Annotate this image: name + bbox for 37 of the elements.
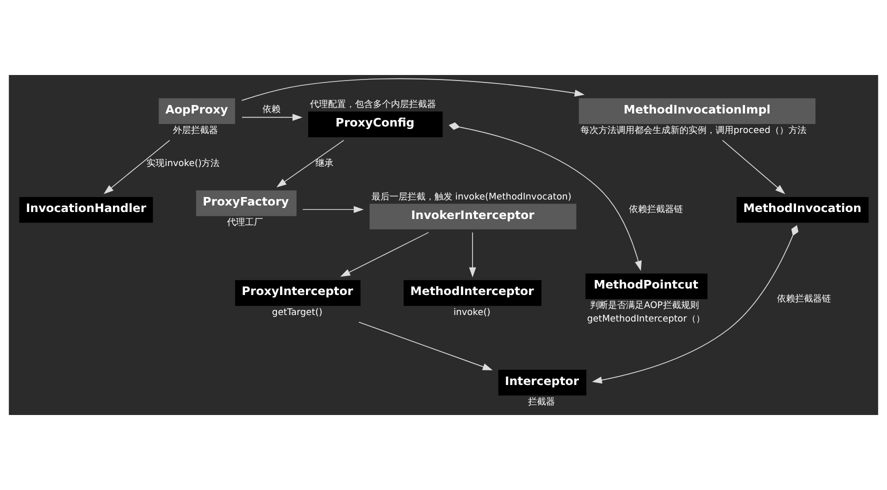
arrow xyxy=(592,225,798,384)
arrow xyxy=(276,140,344,188)
edge-label: 依赖拦截器链 xyxy=(776,294,831,305)
node-box: ProxyFactory xyxy=(196,190,297,216)
node-box: Interceptor xyxy=(498,370,586,396)
arrow xyxy=(358,322,493,370)
edge-label: 实现invoke()方法 xyxy=(146,158,220,169)
node-box: ProxyInterceptor xyxy=(235,280,360,306)
arrow xyxy=(104,140,170,194)
node-label: getTarget() xyxy=(272,308,322,318)
node-box: InvocationHandler xyxy=(19,197,153,223)
node-label: 代理配置，包含多个内层拦截器 xyxy=(310,100,436,110)
arrow xyxy=(448,122,642,271)
node-box: MethodPointcut xyxy=(585,273,708,300)
node-label: getMethodInterceptor（） xyxy=(587,314,705,324)
node-box: MethodInvocation xyxy=(736,197,869,223)
node-label: 判断是否满足AOP拦截规则 xyxy=(590,301,699,312)
node-label: 代理工厂 xyxy=(227,218,264,228)
node-box: MethodInvocationImpl xyxy=(578,98,816,124)
arrow xyxy=(241,78,585,101)
arrow xyxy=(340,232,429,277)
node-label: 外层拦截器 xyxy=(173,126,218,136)
node-label: 最后一层拦截，触发 invoke(MethodInvocaton) xyxy=(371,192,572,202)
arrow xyxy=(722,140,786,194)
node-label: invoke() xyxy=(453,308,490,318)
node-label: 每次方法调用都会生成新的实例，调用proceed（）方法 xyxy=(580,126,806,136)
arrow xyxy=(302,206,364,213)
arrow xyxy=(242,114,302,121)
node-box: AopProxy xyxy=(158,98,236,124)
node-box: MethodInterceptor xyxy=(404,280,542,306)
edge-label: 依赖拦截器链 xyxy=(629,204,684,215)
edge-label: 依赖 xyxy=(262,105,281,116)
node-label: 拦截器 xyxy=(528,397,556,408)
edge-label: 继承 xyxy=(315,158,334,169)
node-box: ProxyConfig xyxy=(308,112,443,138)
node-box: InvokerInterceptor xyxy=(370,204,576,230)
arrow xyxy=(469,232,476,278)
